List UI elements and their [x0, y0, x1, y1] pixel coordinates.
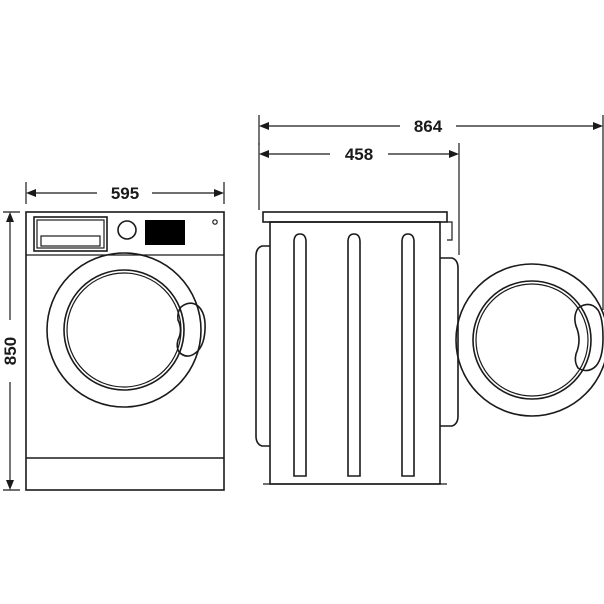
height-dimension: 850 — [1, 211, 20, 491]
open-door — [455, 263, 604, 417]
open-door-glass-inner — [475, 283, 589, 397]
power-indicator — [212, 219, 218, 225]
width-label: 595 — [111, 184, 139, 203]
width-dimension: 595 — [25, 182, 225, 204]
open-door-handle — [574, 303, 604, 372]
side-ribs — [293, 233, 415, 477]
arrow-head — [449, 150, 459, 158]
height-label: 850 — [1, 337, 20, 365]
depth-dimension: 458 — [258, 143, 460, 255]
open-door-outer — [455, 263, 604, 417]
arrow-head — [214, 189, 224, 197]
program-knob — [117, 220, 137, 240]
arrow-head — [259, 122, 269, 130]
detergent-drawer — [33, 216, 108, 252]
front-view — [25, 211, 225, 491]
arrow-head — [259, 150, 269, 158]
depth-door-open-dimension: 864 — [258, 115, 604, 310]
door-outer-ring — [46, 252, 202, 408]
door-glass-inner — [66, 272, 182, 388]
rib — [401, 233, 415, 477]
rib — [347, 233, 361, 477]
drawer-handle — [40, 235, 101, 247]
arrow-head — [6, 480, 14, 490]
open-door-glass — [472, 280, 592, 400]
display-panel — [145, 220, 185, 245]
door-handle — [176, 302, 206, 357]
side-view — [255, 211, 459, 485]
depth-label: 458 — [345, 145, 373, 164]
depth-door-open-label: 864 — [414, 117, 443, 136]
arrow-head — [593, 122, 603, 130]
door-glass — [63, 269, 185, 391]
machine-body-front — [25, 211, 225, 491]
door-hinge — [447, 221, 453, 241]
rib — [293, 233, 307, 477]
rear-bulge — [255, 245, 270, 447]
drawer-slot — [36, 219, 105, 249]
arrow-head — [6, 212, 14, 222]
arrow-head — [26, 189, 36, 197]
top-cover — [262, 211, 448, 223]
door-profile — [440, 257, 459, 427]
